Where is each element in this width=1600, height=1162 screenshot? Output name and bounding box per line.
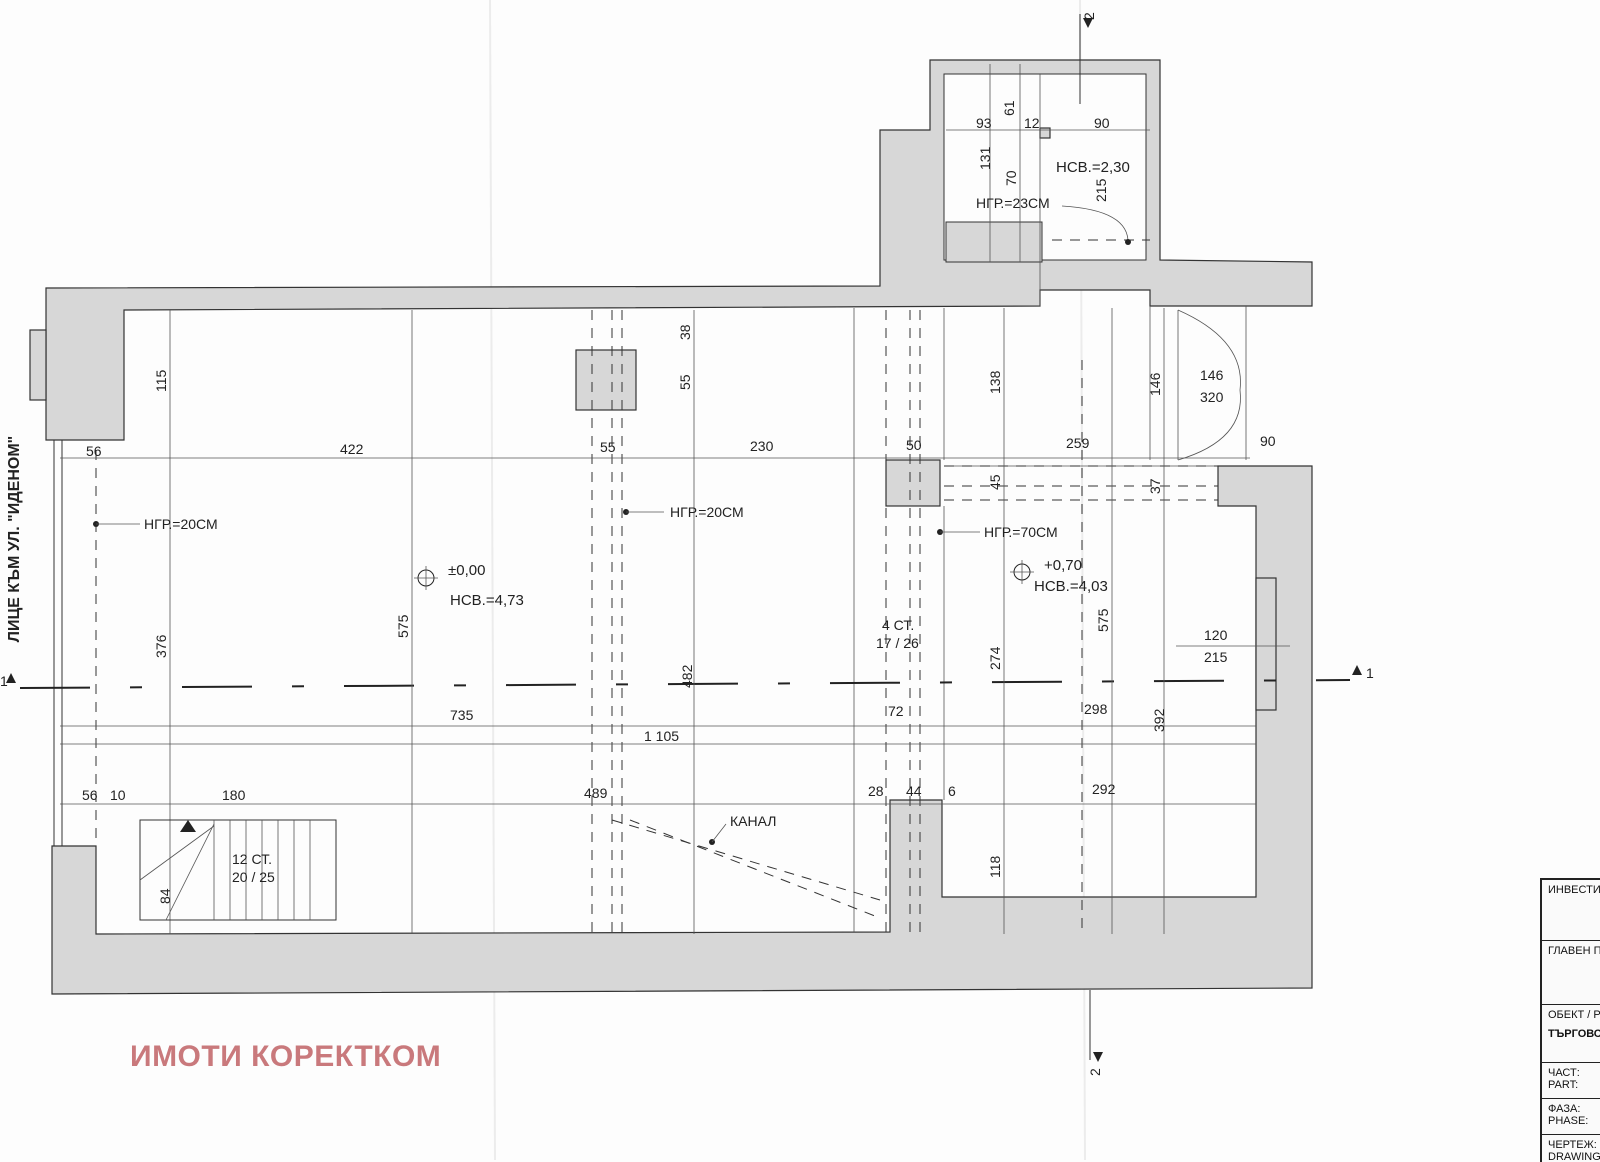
- title-chief: ГЛАВЕН П: [1542, 940, 1600, 1004]
- dim-6: 6: [948, 783, 956, 799]
- stairs-mid-size: 17 / 26: [876, 635, 919, 651]
- dim-84: 84: [157, 888, 173, 904]
- canal-label: КАНАЛ: [730, 813, 776, 829]
- dim-1105: 1 105: [644, 728, 679, 744]
- door2-size-a: 120: [1204, 627, 1228, 643]
- dim-735: 735: [450, 707, 474, 723]
- stairs-mid-steps: 4 СТ.: [882, 617, 914, 633]
- dim-45: 45: [987, 474, 1003, 490]
- stairs-main-steps: 12 СТ.: [232, 851, 272, 867]
- dim-180: 180: [222, 787, 246, 803]
- door2-size-b: 215: [1204, 649, 1228, 665]
- ngr-top-label: НГР.=23СМ: [976, 195, 1050, 211]
- title-object: ОБЕКТ / Р: [1542, 1004, 1600, 1024]
- dim-70: 70: [1003, 170, 1019, 186]
- dim-37: 37: [1147, 478, 1163, 494]
- nsv-top-label: НСВ.=2,30: [1056, 159, 1130, 176]
- door-size-b: 320: [1200, 389, 1224, 405]
- title-phase: ФАЗА: PHASE:: [1542, 1098, 1600, 1134]
- dim-56: 56: [86, 443, 102, 459]
- title-part: ЧАСТ: PART:: [1542, 1062, 1600, 1098]
- dim-10: 10: [110, 787, 126, 803]
- stairs-main: [139, 819, 337, 921]
- level-main-label: ±0,00: [448, 562, 485, 579]
- dim-274: 274: [987, 646, 1003, 670]
- dim-215: 215: [1093, 178, 1109, 202]
- level-markers: [93, 239, 1131, 845]
- dim-575-a: 575: [395, 614, 411, 638]
- section-mark-1-right: 1: [1366, 665, 1374, 681]
- dim-230: 230: [750, 438, 774, 454]
- dim-422: 422: [340, 441, 364, 457]
- title-block: ИНВЕСТИ ГЛАВЕН П ОБЕКТ / Р ТЪРГОВСК ЧАСТ…: [1540, 878, 1600, 1162]
- dim-575-b: 575: [1095, 608, 1111, 632]
- annotation-labels: НГР.=20СМ НГР.=20СМ НГР.=70СМ НГР.=23СМ …: [0, 12, 1374, 1076]
- dim-376: 376: [153, 634, 169, 658]
- dim-259: 259: [1066, 435, 1090, 451]
- dim-55: 55: [600, 439, 616, 455]
- door-size-a: 146: [1200, 367, 1224, 383]
- dim-44: 44: [906, 783, 922, 799]
- ngr-right-label: НГР.=70СМ: [984, 524, 1058, 540]
- dim-28: 28: [868, 783, 884, 799]
- dim-298: 298: [1084, 701, 1108, 717]
- dim-489: 489: [584, 785, 608, 801]
- title-object-value: ТЪРГОВСК: [1548, 1028, 1600, 1040]
- section-line-1: [6, 665, 1362, 689]
- dim-138: 138: [987, 370, 1003, 394]
- section-mark-2-bottom: 2: [1087, 1068, 1103, 1076]
- ngr-left-label: НГР.=20СМ: [144, 516, 218, 532]
- dim-131: 131: [977, 146, 993, 170]
- ngr-mid-label: НГР.=20СМ: [670, 504, 744, 520]
- dim-118: 118: [987, 855, 1003, 878]
- hidden-lines: [95, 239, 1218, 932]
- section-mark-2-top: 2: [1081, 12, 1097, 20]
- title-drawing: ЧЕРТЕЖ: DRAWING: [1542, 1134, 1600, 1162]
- dim-482: 482: [679, 664, 695, 688]
- dim-72: 72: [888, 703, 904, 719]
- section-mark-1-left: 1: [0, 673, 8, 689]
- dim-55-vertical: 55: [677, 374, 693, 390]
- dim-146: 146: [1147, 372, 1163, 396]
- dim-50: 50: [906, 437, 922, 453]
- dim-90-top: 90: [1094, 115, 1110, 131]
- dim-56b: 56: [82, 787, 98, 803]
- dimension-numbers: 93 12 90 56 422 55 230 50 259 90 735 72 …: [82, 115, 1276, 803]
- street-facing-label: ЛИЦЕ КЪМ УЛ. "ИДЕНОМ": [6, 435, 23, 643]
- walls: [29, 59, 1313, 995]
- dimension-lines: [60, 64, 1256, 934]
- dim-115: 115: [153, 369, 169, 392]
- door-swing: [1061, 205, 1241, 461]
- nsv-right-label: НСВ.=4,03: [1034, 578, 1108, 595]
- section-line-2: [1079, 14, 1103, 1062]
- agency-watermark: ИМОТИ КОРЕКТКОМ: [130, 1040, 442, 1073]
- stairs-main-size: 20 / 25: [232, 869, 275, 885]
- interior-lines: [853, 74, 1247, 932]
- dim-392: 392: [1151, 708, 1167, 732]
- dim-90: 90: [1260, 433, 1276, 449]
- title-investor: ИНВЕСТИ: [1548, 884, 1600, 896]
- dim-12: 12: [1024, 115, 1040, 131]
- dimension-numbers-vertical: 61 131 70 215 115 38 55 138 146 45 37 37…: [153, 100, 1167, 904]
- dim-292: 292: [1092, 781, 1116, 797]
- dim-93: 93: [976, 115, 992, 131]
- nsv-main-label: НСВ.=4,73: [450, 592, 524, 609]
- level-right-label: +0,70: [1044, 557, 1082, 574]
- dim-38: 38: [677, 324, 693, 340]
- dim-61: 61: [1001, 100, 1017, 116]
